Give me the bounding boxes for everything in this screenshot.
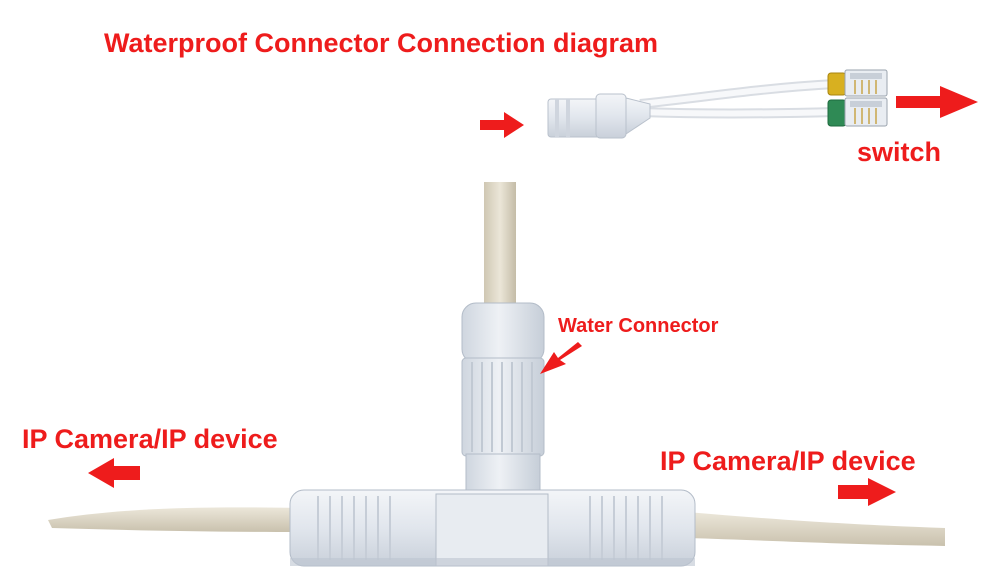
water-connector-label: Water Connector [558,315,719,337]
arrow-pointing-to-connector-icon [540,342,582,374]
diagram-title: Waterproof Connector Connection diagram [104,28,659,58]
ip-device-label-left: IP Camera/IP device [22,424,278,454]
t-connector-image [48,182,945,567]
yellow-rj45-plug-icon [827,69,888,97]
arrow-right-icon [896,86,978,118]
arrow-left-icon [88,458,140,488]
splitter-cable-image [547,69,888,139]
arrow-right-icon [838,478,896,506]
ip-device-label-right: IP Camera/IP device [660,446,916,476]
switch-label: switch [857,137,942,167]
green-rj45-plug-icon [827,97,888,127]
arrow-right-icon [480,112,524,138]
